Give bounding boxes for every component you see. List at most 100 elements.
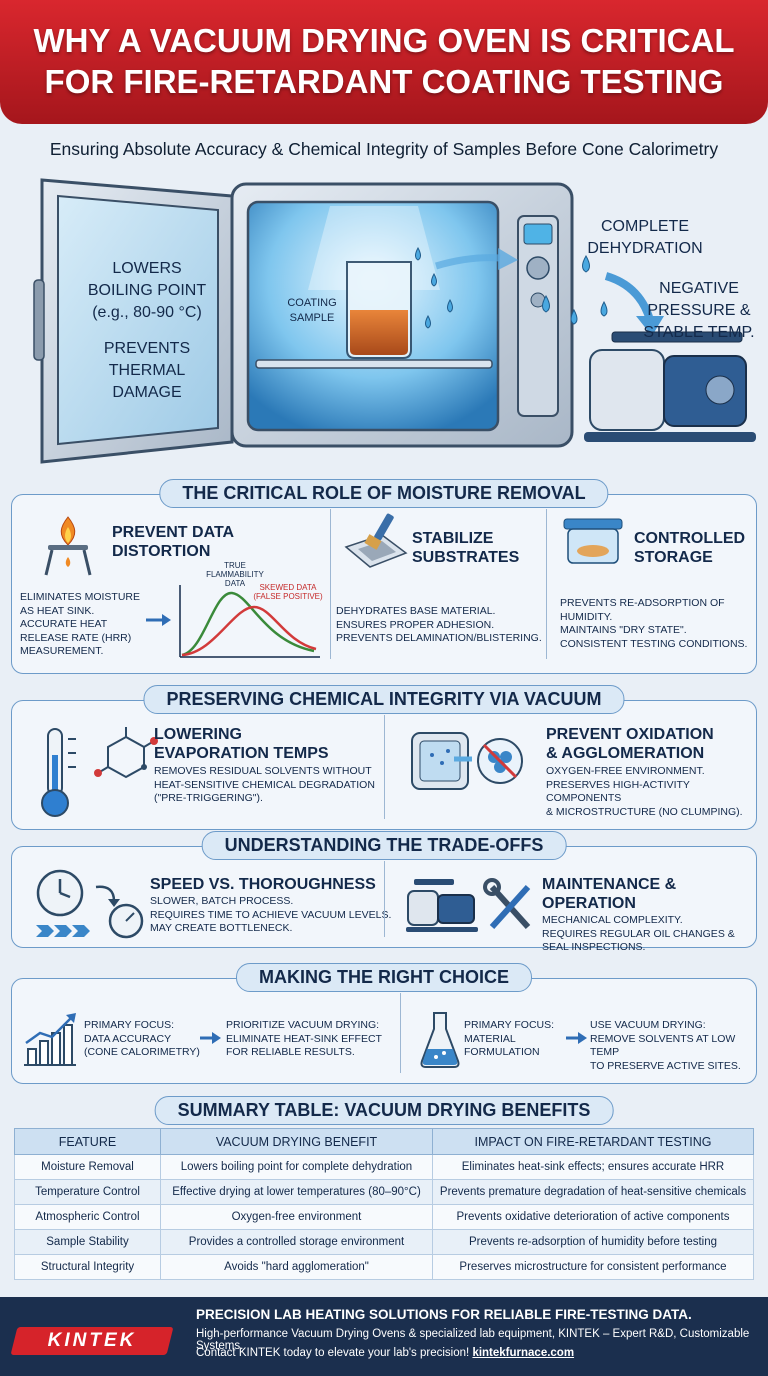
true-data-label-3: DATA [224, 579, 246, 588]
hero-illustration: LOWERS BOILING POINT (e.g., 80-90 °C) PR… [0, 170, 768, 480]
true-data-label: TRUE FLAMMABILITY DATA [200, 561, 270, 588]
choice-col-1-focus: PRIMARY FOCUS: DATA ACCURACY (CONE CALOR… [84, 1019, 200, 1060]
door-label-3: (e.g., 80-90 °C) [92, 304, 202, 321]
table-cell: Temperature Control [14, 1179, 161, 1205]
chemical-col-2: PREVENT OXIDATION & AGGLOMERATION OXYGEN… [546, 725, 756, 819]
bar-chart-trend-icon [24, 1013, 76, 1066]
moisture-col-3-heading-2: STORAGE [634, 549, 713, 566]
choice-col-1-result-3: FOR RELIABLE RESULTS. [226, 1046, 355, 1058]
moisture-col-2-body: DEHYDRATES BASE MATERIAL. ENSURES PROPER… [336, 605, 542, 646]
moisture-col-1-body: ELIMINATES MOISTURE AS HEAT SINK. ACCURA… [20, 591, 140, 659]
moisture-col-1-line-2: AS HEAT SINK. [20, 604, 95, 617]
separator [400, 993, 401, 1073]
tradeoffs-panel: UNDERSTANDING THE TRADE-OFFS SPEED VS. T… [11, 831, 757, 953]
separator [546, 509, 547, 659]
moisture-col-1-line-5: MEASUREMENT. [20, 645, 104, 657]
pressure-label-2: PRESSURE & [647, 302, 751, 319]
burner-flame-icon [44, 516, 92, 576]
moisture-col-3-line-1: PREVENTS RE-ADSORPTION OF [560, 597, 725, 609]
table-cell: Atmospheric Control [14, 1204, 161, 1230]
table-cell: Lowers boiling point for complete dehydr… [160, 1154, 433, 1180]
table-header: VACUUM DRYING BENEFIT [160, 1128, 433, 1155]
kintek-logo: KINTEK [10, 1327, 174, 1355]
table-row: Temperature Control Effective drying at … [14, 1179, 754, 1205]
table-cell: Prevents re-adsorption of humidity befor… [432, 1229, 754, 1255]
footer-headline: PRECISION LAB HEATING SOLUTIONS FOR RELI… [196, 1307, 692, 1322]
storage-container-icon [563, 518, 623, 564]
chemical-col-1-heading-2: EVAPORATION TEMPS [154, 745, 329, 762]
chemical-panel-title: PRESERVING CHEMICAL INTEGRITY VIA VACUUM [143, 685, 625, 714]
choice-col-2-result-1: USE VACUUM DRYING: [590, 1019, 706, 1031]
skewed-data-curve [181, 605, 317, 657]
choice-col-2-result-2: REMOVE SOLVENTS AT LOW TEMP [590, 1032, 736, 1059]
sample-label: COATING SAMPLE [280, 296, 344, 326]
table-header: FEATURE [14, 1128, 161, 1155]
separator [384, 861, 385, 937]
true-data-label-1: TRUE [224, 561, 246, 570]
website-link[interactable]: kintekfurnace.com [472, 1347, 575, 1359]
moisture-col-3-heading-1: CONTROLLED [634, 530, 746, 547]
arrow-right-icon [566, 1032, 587, 1044]
table-cell: Prevents oxidative deterioration of acti… [432, 1204, 754, 1230]
door-label-5: THERMAL [108, 362, 186, 379]
moisture-col-2-heading-2: SUBSTRATES [412, 549, 520, 566]
dehydration-label: COMPLETE DEHYDRATION [575, 216, 715, 260]
moisture-col-3-body: PREVENTS RE-ADSORPTION OF HUMIDITY. MAIN… [560, 597, 747, 651]
choice-panel: MAKING THE RIGHT CHOICE PRIMARY FOCUS: D… [11, 963, 757, 1084]
flask-icon [420, 1012, 460, 1068]
subtitle: Ensuring Absolute Accuracy & Chemical In… [49, 139, 719, 159]
tradeoffs-col-2: MAINTENANCE & OPERATION MECHANICAL COMPL… [542, 875, 756, 955]
sample-label-1: COATING [287, 297, 337, 309]
footer-contact: Contact KINTEK today to elevate your lab… [196, 1347, 574, 1359]
table-row: Atmospheric Control Oxygen-free environm… [14, 1204, 754, 1230]
separator [384, 715, 385, 819]
door-label-1: LOWERS [112, 260, 182, 277]
choice-col-2-result-3: TO PRESERVE ACTIVE SITES. [590, 1059, 741, 1072]
sample-label-2: SAMPLE [289, 312, 335, 324]
summary-title: SUMMARY TABLE: VACUUM DRYING BENEFITS [154, 1096, 614, 1125]
moisture-col-1: PREVENT DATA DISTORTION [112, 523, 234, 561]
table-cell: Eliminates heat-sink effects; ensures ac… [432, 1154, 754, 1180]
choice-col-1-focus-1: PRIMARY FOCUS: [84, 1019, 175, 1031]
moisture-col-3-line-3: MAINTAINS "DRY STATE". [560, 624, 687, 636]
tradeoffs-col-1-line-1: SLOWER, BATCH PROCESS. [150, 895, 294, 907]
moisture-col-3-line-2: HUMIDITY. [560, 610, 613, 623]
table-cell: Avoids "hard agglomeration" [160, 1254, 433, 1280]
pressure-label-1: NEGATIVE [659, 280, 739, 297]
door-labels: LOWERS BOILING POINT (e.g., 80-90 °C) PR… [80, 258, 214, 404]
tradeoffs-panel-title: UNDERSTANDING THE TRADE-OFFS [201, 831, 567, 860]
moisture-col-3-line-4: CONSISTENT TESTING CONDITIONS. [560, 637, 748, 650]
choice-col-2-focus: PRIMARY FOCUS: MATERIAL FORMULATION [464, 1019, 554, 1060]
choice-col-2-focus-3: FORMULATION [464, 1046, 540, 1058]
dehydration-label-2: DEHYDRATION [587, 240, 703, 257]
tradeoffs-col-2-line-2: REQUIRES REGULAR OIL CHANGES & [542, 927, 735, 940]
choice-col-1-result-2: ELIMINATE HEAT-SINK EFFECT [226, 1032, 382, 1045]
true-data-label-2: FLAMMABILITY [206, 570, 264, 579]
moisture-col-1-line-3: ACCURATE HEAT [20, 618, 108, 630]
chemical-col-2-line-1: OXYGEN-FREE ENVIRONMENT. [546, 765, 705, 777]
true-data-curve [181, 591, 315, 657]
chemical-col-1-heading-1: LOWERING [154, 726, 242, 743]
brand-name: KINTEK [47, 1330, 137, 1351]
door-label-6: DAMAGE [112, 384, 182, 401]
table-cell: Preserves microstructure for consistent … [432, 1254, 754, 1280]
table-row: Sample Stability Provides a controlled s… [14, 1229, 754, 1255]
chemical-col-2-heading-2: & AGGLOMERATION [546, 745, 705, 762]
door-label-4: PREVENTS [103, 340, 191, 357]
footer-description: High-performance Vacuum Drying Ovens & s… [196, 1328, 750, 1352]
vacuum-chamber-icon [411, 732, 523, 790]
choice-col-2-focus-1: PRIMARY FOCUS: [464, 1019, 555, 1031]
table-cell: Moisture Removal [14, 1154, 161, 1180]
tradeoffs-col-2-heading: MAINTENANCE & OPERATION [542, 876, 677, 912]
moisture-col-1-line-4: RELEASE RATE (HRR) [20, 631, 132, 644]
title-line-1: WHY A VACUUM DRYING OVEN IS CRITICAL [33, 22, 735, 59]
footer-contact-text: Contact KINTEK today to elevate your lab… [196, 1347, 470, 1359]
moisture-panel-title: THE CRITICAL ROLE OF MOISTURE REMOVAL [159, 479, 609, 508]
moisture-col-2-line-1: DEHYDRATES BASE MATERIAL. [336, 605, 496, 617]
chemical-panel: PRESERVING CHEMICAL INTEGRITY VIA VACUUM… [11, 685, 757, 830]
moisture-col-2-heading-1: STABILIZE [412, 530, 494, 547]
table-cell: Structural Integrity [14, 1254, 161, 1280]
moisture-panel: THE CRITICAL ROLE OF MOISTURE REMOVAL PR… [11, 479, 757, 674]
separator [330, 509, 331, 659]
vacuum-oven-illustration [33, 178, 756, 464]
